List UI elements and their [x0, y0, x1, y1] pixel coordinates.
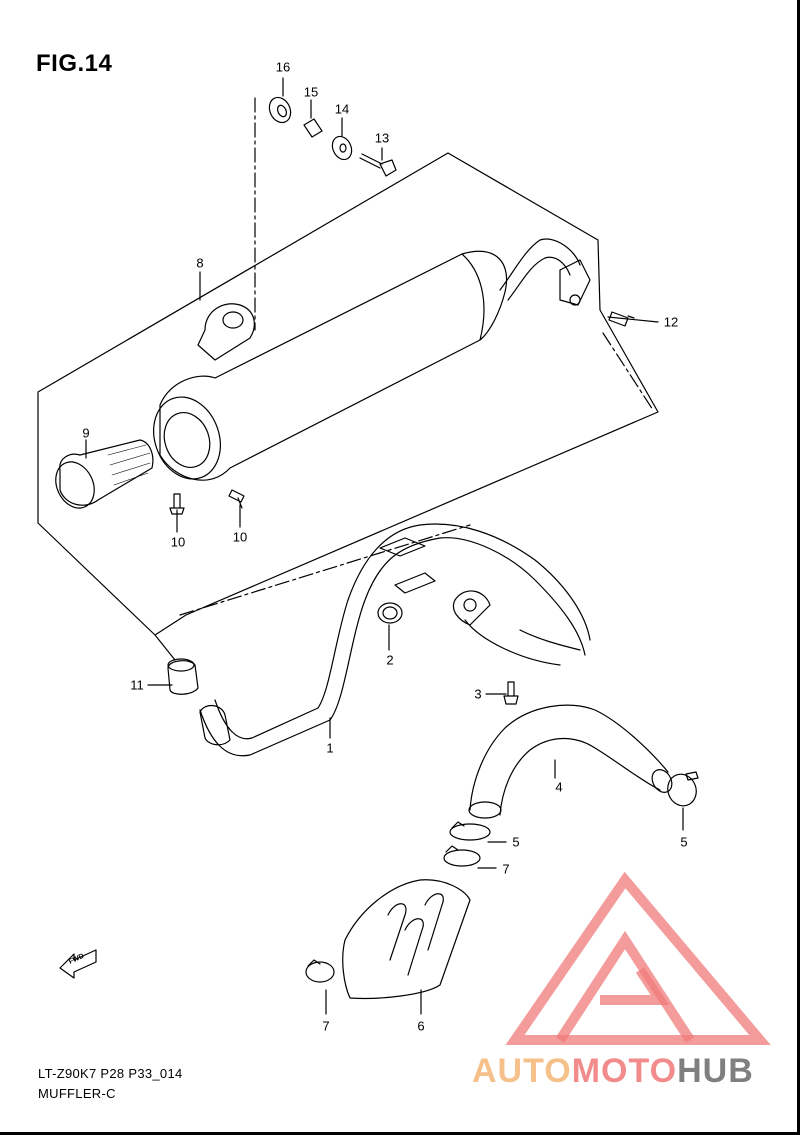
watermark-auto: AUTO: [472, 1052, 572, 1090]
screw-10-left: [169, 493, 185, 515]
callout-10-right: 10: [232, 529, 248, 545]
clamp-7-upper: [443, 849, 481, 867]
pipe-4: [469, 704, 669, 811]
muffler-body: [159, 250, 507, 481]
grommet-16: [268, 96, 292, 124]
callout-2: 2: [386, 652, 394, 668]
gasket-2: [377, 602, 403, 624]
muffler-mount-bracket: [197, 303, 255, 361]
diagram-code: LT-Z90K7 P28 P33_014: [38, 1066, 183, 1081]
callout-1: 1: [326, 740, 334, 756]
callout-9: 9: [82, 425, 90, 441]
clamp-7-lower: [305, 961, 335, 983]
collar-15: [303, 118, 323, 138]
screw-10-right: [228, 489, 245, 509]
watermark-wordmark: AUTOMOTOHUB: [472, 1052, 754, 1091]
callout-11: 11: [130, 677, 144, 693]
callout-5-right: 5: [680, 834, 688, 850]
watermark-moto: MOTO: [571, 1052, 678, 1090]
callout-13: 13: [374, 130, 390, 146]
exhaust-pipe-1: [199, 537, 586, 757]
muffler-assembly-outline: [37, 152, 659, 636]
bolt-3: [503, 681, 519, 705]
heat-shield-6: [342, 879, 471, 999]
clamp-5-left: [449, 823, 491, 841]
callout-5-left: 5: [512, 834, 520, 850]
fwd-arrow: [59, 949, 97, 979]
callout-7-lower: 7: [322, 1018, 330, 1034]
callout-4: 4: [555, 779, 563, 795]
callout-7-upper: 7: [502, 861, 510, 877]
clamp-5-right: [667, 773, 697, 807]
watermark-hub: HUB: [677, 1052, 754, 1090]
bolt-12: [608, 311, 635, 327]
watermark-logo-mark: [505, 871, 771, 1045]
callout-3: 3: [474, 686, 482, 702]
washer-14: [331, 135, 353, 161]
callout-12: 12: [663, 314, 679, 330]
figure-title: FIG.14: [36, 50, 113, 77]
connector-11: [167, 660, 199, 695]
muffler-inlet-flange: [559, 259, 591, 306]
callout-16: 16: [275, 59, 291, 75]
callout-6: 6: [417, 1018, 425, 1034]
diagram-name: MUFFLER-C: [38, 1086, 116, 1101]
spark-arrester-9: [59, 439, 154, 506]
bolt-13: [359, 153, 397, 177]
callout-14: 14: [334, 101, 350, 117]
callout-8: 8: [196, 255, 204, 271]
callout-10-left: 10: [170, 534, 186, 550]
callout-15: 15: [303, 84, 319, 100]
